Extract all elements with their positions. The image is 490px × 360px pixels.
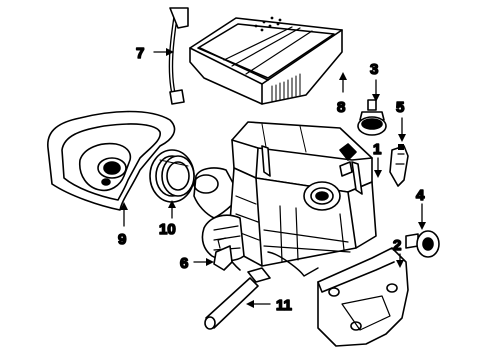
callout-3: 3 [370, 61, 378, 78]
callout-8: 8 [337, 99, 345, 116]
leader-lines [123, 51, 423, 305]
callout-4: 4 [416, 187, 425, 204]
callout-9: 9 [118, 231, 126, 248]
duct-cover-drawing [47, 110, 176, 211]
callout-labels: 7 8 3 5 1 2 4 6 9 10 11 [117, 44, 426, 315]
callout-10: 10 [159, 221, 176, 238]
air-filter-element-drawing [189, 16, 343, 105]
bolt-drawing [204, 267, 271, 330]
air-cleaner-housing-drawing [201, 121, 377, 277]
sensor-drawing [357, 99, 387, 136]
grommet-drawing [405, 230, 440, 258]
clip-drawing [213, 237, 233, 271]
callout-7: 7 [136, 45, 144, 62]
callout-1: 1 [373, 141, 381, 158]
callout-6: 6 [180, 255, 188, 272]
callout-5: 5 [396, 99, 404, 116]
mounting-bracket-drawing [317, 247, 409, 347]
intake-seal-ring-drawing [149, 149, 195, 203]
callout-2: 2 [393, 237, 401, 254]
retaining-clip-drawing [389, 144, 409, 187]
hose-drawing [168, 7, 189, 105]
callout-11: 11 [276, 297, 292, 314]
leader-arrowheads [120, 48, 426, 308]
